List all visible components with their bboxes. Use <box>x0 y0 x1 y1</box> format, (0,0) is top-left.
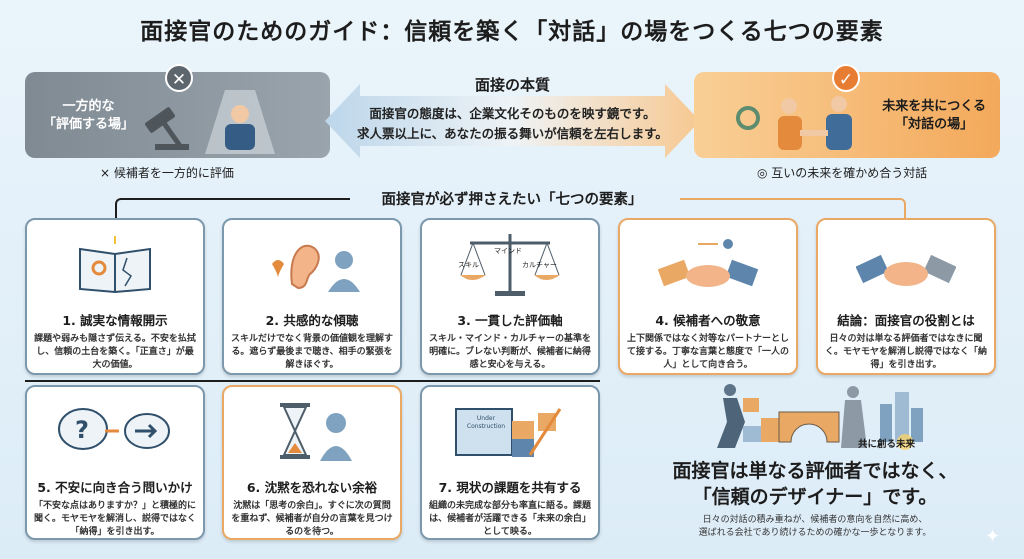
card-text: 日々の対は単なる評価者ではなきに聞く。モヤモヤを解消し説得ではなく「納得」を引き… <box>824 334 987 370</box>
left-label-1: 一方的な <box>62 99 115 114</box>
card-title: 結論：面接官の役割とは <box>837 313 975 328</box>
bridge-building-future-icon <box>717 384 923 450</box>
open-book-icon <box>79 236 151 294</box>
card-text: 課題や弱みも隠さず伝える。不安を払拭し、信頼の土台を築く。「正直さ」が最大の価値… <box>34 334 196 370</box>
scale-label-mind: マインド <box>494 247 522 255</box>
card-addressing-anxiety: ? 5. 不安に向き合う問いかけ「不安な点はありますか？」と積極的に聞く。モヤモ… <box>25 385 205 540</box>
hourglass-icon <box>280 403 352 461</box>
headline-line-2: 「信頼のデザイナー」です。 <box>692 486 938 508</box>
one-sided-evaluation-panel: ✕ 一方的な「評価する場」 <box>25 64 330 158</box>
question-bubble-icon: ? <box>58 408 170 450</box>
conclusion-line-1: 日々の対話の積み重ねが、候補者の意向を自然に高め、 <box>702 515 928 525</box>
card-information-disclosure: 1. 誠実な情報開示課題や弱みも隠さず伝える。不安を払拭し、信頼の土台を築く。「… <box>25 218 205 375</box>
card-silence-composure: 6. 沈黙を恐れない余裕沈黙は「思考の余白」。すぐに次の質問を重ねず、候補者が自… <box>222 385 402 540</box>
page-title: 面接官のためのガイド：信頼を築く「対話」の場をつくる七つの要素 <box>140 19 884 45</box>
card-share-challenges: Under Construction 7. 現状の課題を共有する組織の未完成な部… <box>420 385 600 540</box>
right-label-1: 未来を共につくる <box>882 99 986 114</box>
gavel-candidate-icon <box>145 90 275 154</box>
card-text: 組織の未完成な部分も率直に語る。課題は、候補者が活躍できる「未来の余白」として映… <box>428 501 591 537</box>
card-title: 5. 不安に向き合う問いかけ <box>37 480 193 495</box>
handshake-people-icon <box>736 96 852 150</box>
card-text: 上下関係ではなく対等なパートナーとして接する。丁寧な言葉と態度で「一人の人」とし… <box>626 334 789 370</box>
section-title: 面接官が必ず押さえたい「七つの要素」 <box>381 192 643 208</box>
left-label-2: 「評価する場」 <box>43 117 135 132</box>
core-title: 面接の本質 <box>474 76 550 94</box>
handshake-icon <box>856 254 956 286</box>
conclusion-line-2: 選ばれる会社であり続けるための確かな一歩となります。 <box>698 528 932 538</box>
card-consistent-criteria: マインド スキル カルチャー 3. 一貫した評価軸スキル・マインド・カルチャーの… <box>420 218 600 375</box>
sparkle-icon: ✦ <box>985 526 1001 547</box>
connector-line <box>115 198 350 220</box>
puzzle-blueprint-icon <box>455 408 562 457</box>
left-caption: × 候補者を一方的に評価 <box>100 166 234 180</box>
right-label-2: 「対話の場」 <box>895 117 974 132</box>
card-text: スキル・マインド・カルチャーの基準を明確に。ブレない判断が、候補者に納得感と安心… <box>429 334 591 370</box>
core-line-1: 面接官の態度は、企業文化そのものを映す鏡です。 <box>369 106 656 121</box>
ear-listening-icon <box>272 244 360 292</box>
card-conclusion-role: 結論：面接官の役割とは日々の対は単なる評価者ではなきに聞く。モヤモヤを解消し説得… <box>816 218 996 375</box>
headline-line-1: 面接官は単なる評価者ではなく、 <box>672 460 958 482</box>
card-title: 4. 候補者への敬意 <box>655 313 761 328</box>
core-text: 面接官の態度は、企業文化そのものを映す鏡です。求人票以上に、あなたの振る舞いが信… <box>330 104 695 144</box>
connector-line <box>25 380 600 382</box>
scale-label-culture: カルチャー <box>522 261 557 269</box>
double-arrow-icon <box>325 84 700 158</box>
card-title: 2. 共感的な傾聴 <box>265 313 359 328</box>
svg-text:?: ? <box>75 416 89 444</box>
card-empathetic-listening: 2. 共感的な傾聴スキルだけでなく背景の価値観を理解する。遮らず最後まで聴き、相… <box>222 218 402 375</box>
card-text: 「不安な点はありますか？」と積極的に聞く。モヤモヤを解消し、説得ではなく「納得」… <box>33 501 196 537</box>
connector-line <box>680 198 906 220</box>
core-line-2: 求人票以上に、あなたの振る舞いが信頼を左右します。 <box>357 126 668 141</box>
cross-icon: ✕ <box>165 64 193 92</box>
dialogue-panel: ✓ 未来を共につくる「対話の場」 <box>694 64 1000 158</box>
handshake-icon <box>658 239 758 287</box>
conclusion-headline: 面接官は単なる評価者ではなく、「信頼のデザイナー」です。 <box>630 458 1000 510</box>
card-text: 沈黙は「思考の余白」。すぐに次の質問を重ねず、候補者が自分の言葉を見つけるのを待… <box>231 501 393 537</box>
card-title: 1. 誠実な情報開示 <box>62 313 168 328</box>
conclusion-text: 日々の対話の積み重ねが、候補者の意向を自然に高め、選ばれる会社であり続けるための… <box>630 514 1000 540</box>
card-respect-candidate: 4. 候補者への敬意上下関係ではなく対等なパートナーとして接する。丁寧な言葉と態… <box>618 218 798 375</box>
card-title: 6. 沈黙を恐れない余裕 <box>246 480 378 495</box>
balance-scale-icon <box>460 234 560 296</box>
under-construction-label: Under Construction <box>466 415 506 430</box>
future-label: 共に創る未来 <box>858 439 916 450</box>
card-title: 7. 現状の課題を共有する <box>438 480 582 495</box>
card-text: スキルだけでなく背景の価値観を理解する。遮らず最後まで聴き、相手の緊張を解きほぐ… <box>230 334 393 370</box>
card-title: 3. 一貫した評価軸 <box>457 313 563 328</box>
right-caption: ◎ 互いの未来を確かめ合う対話 <box>757 166 928 180</box>
scale-label-skill: スキル <box>458 261 479 269</box>
check-icon: ✓ <box>832 64 860 92</box>
